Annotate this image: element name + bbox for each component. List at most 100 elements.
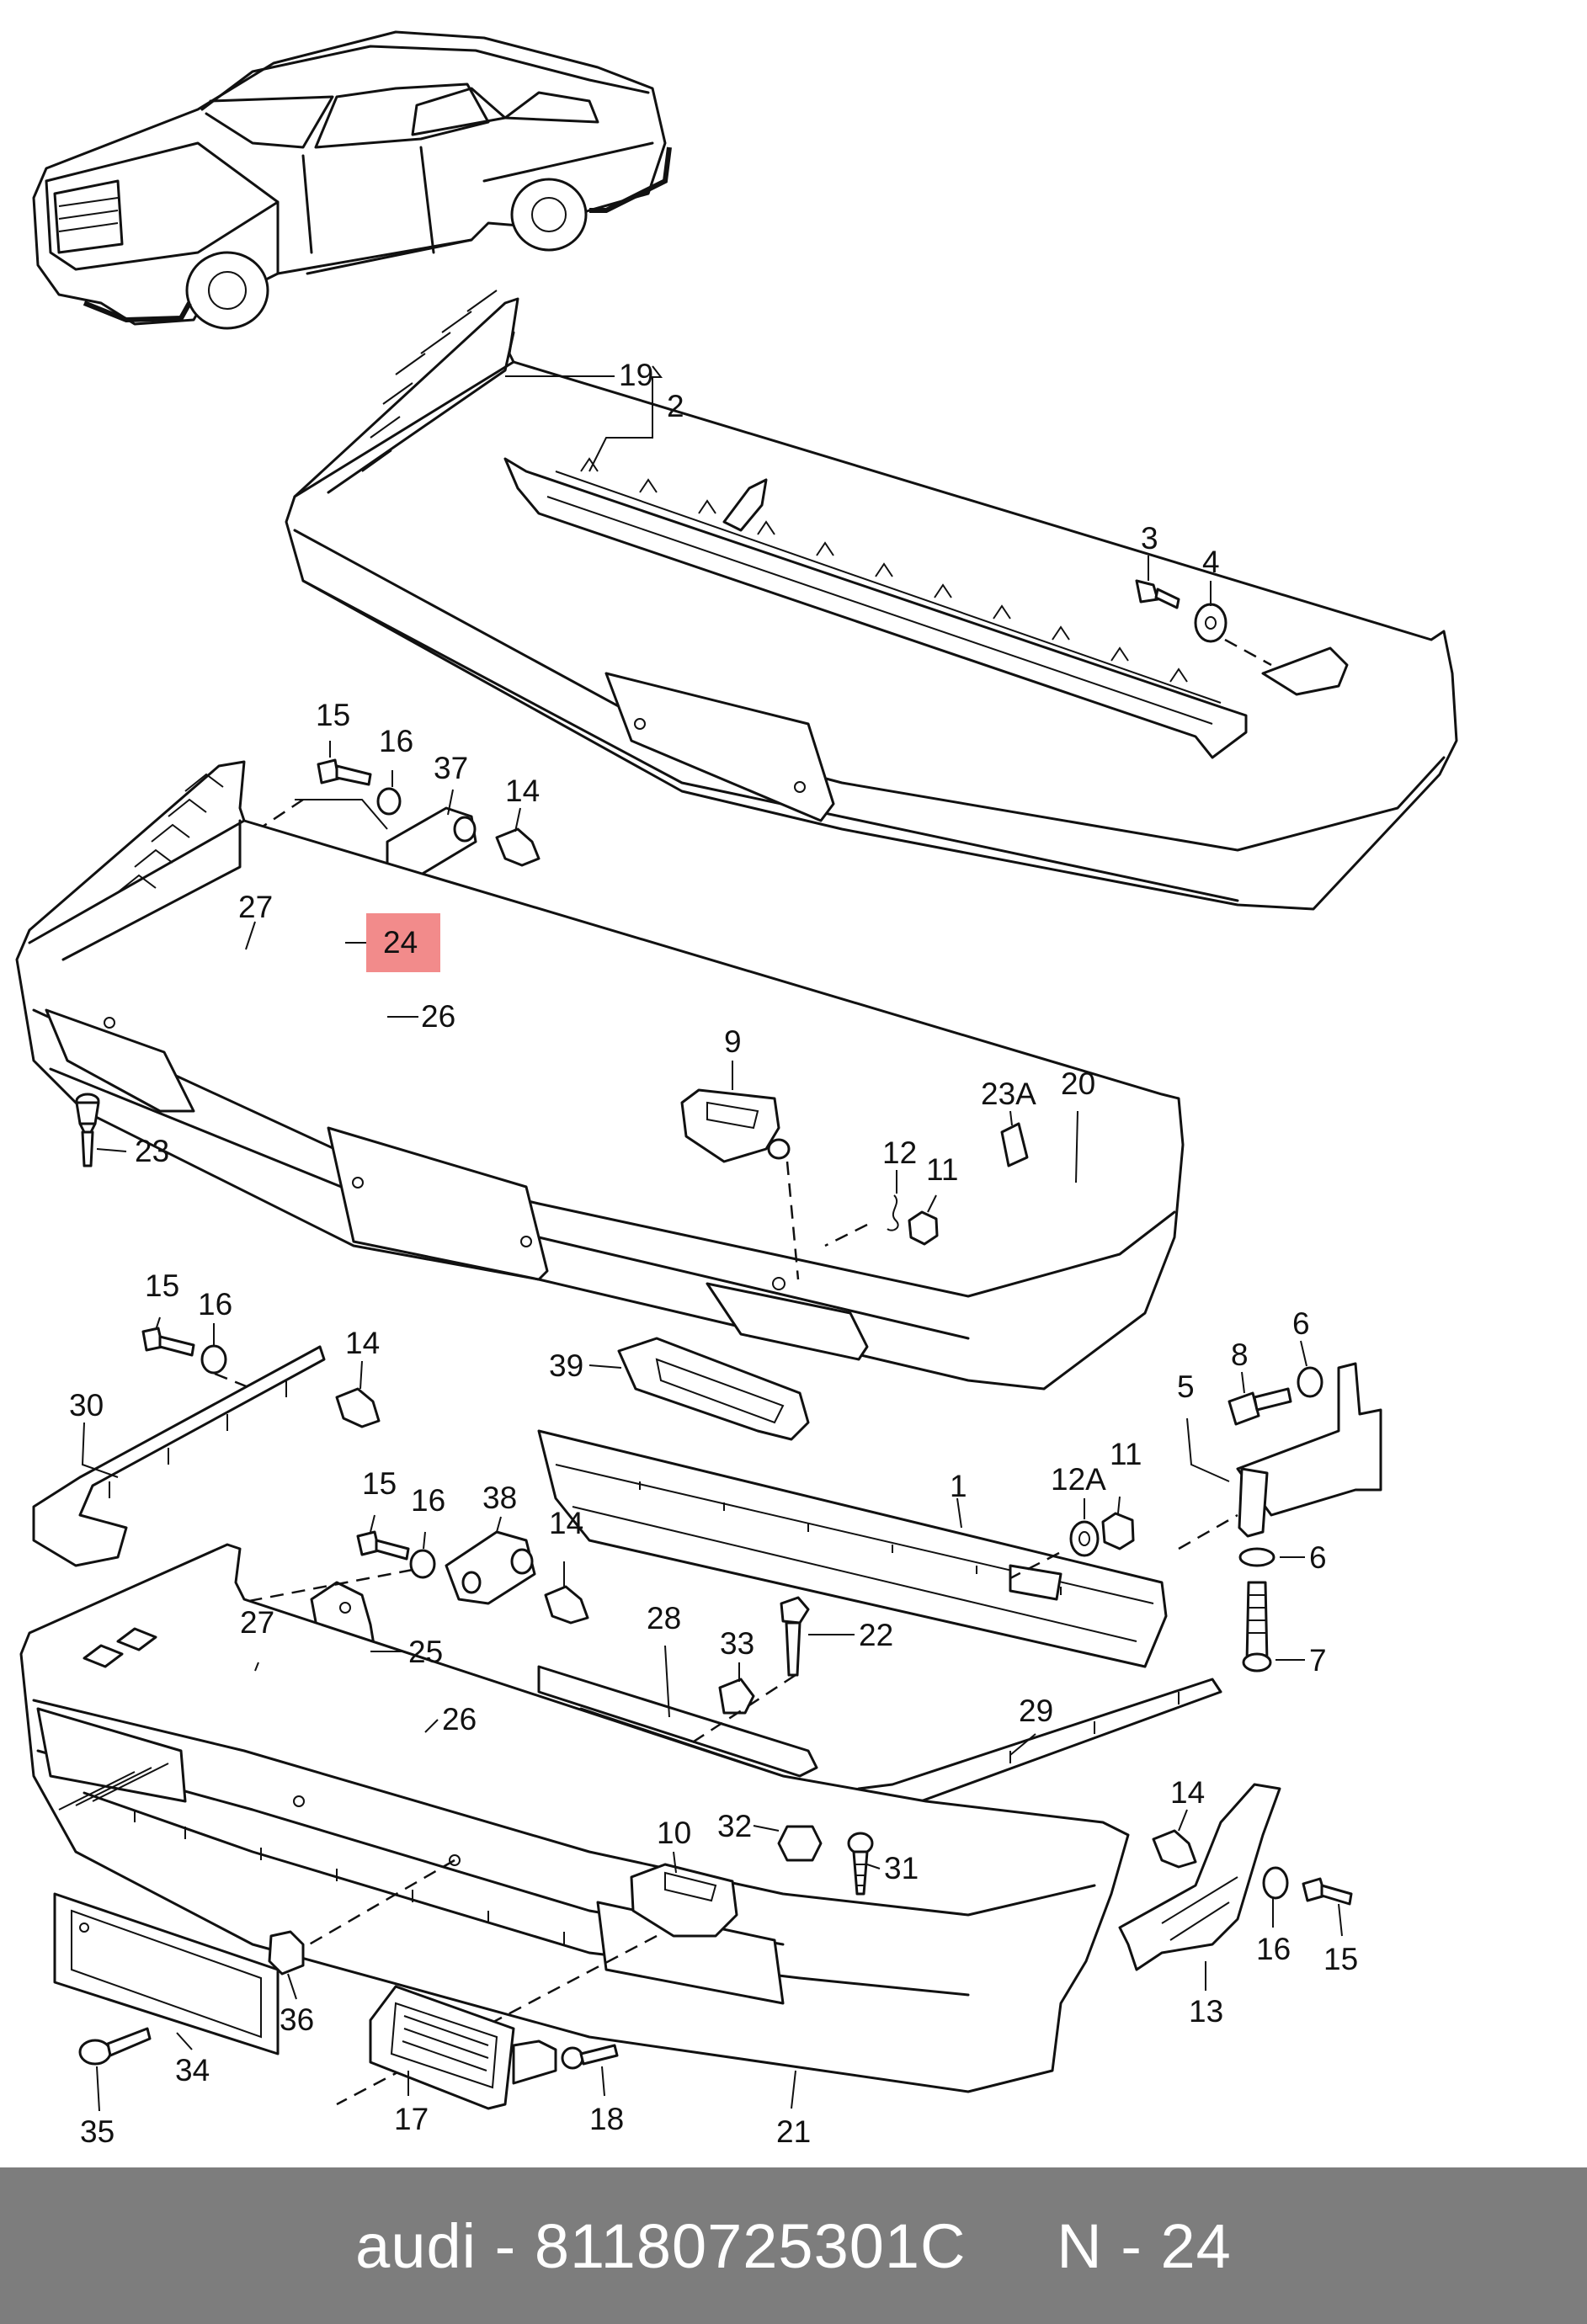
front-bumper-20 (15, 760, 1185, 1391)
label-26-b: 26 (442, 1702, 477, 1736)
bolt-15-mid (141, 1327, 195, 1357)
bolt-3 (1135, 579, 1180, 609)
part-number-caption: audi - 81180725301C N - 24 (355, 2210, 1232, 2281)
clip-12 (887, 1194, 899, 1231)
label-23: 23 (135, 1134, 169, 1168)
label-11-b: 11 (1110, 1437, 1142, 1471)
clip-14-upper (495, 827, 541, 867)
label-16-c: 16 (411, 1483, 445, 1518)
washer-4 (1194, 603, 1228, 643)
label-16-b: 16 (198, 1287, 232, 1322)
label-5: 5 (1177, 1369, 1195, 1404)
washer-16-right (1262, 1866, 1289, 1900)
label-36: 36 (280, 2002, 314, 2037)
screw-35 (78, 2027, 152, 2066)
label-13: 13 (1189, 1994, 1223, 2029)
label-6: 6 (1292, 1306, 1310, 1341)
washer-6-lower (1238, 1547, 1275, 1567)
clip-14-right (1152, 1829, 1197, 1869)
label-3: 3 (1141, 521, 1158, 556)
label-17: 17 (394, 2102, 429, 2136)
bolt-7 (1242, 1581, 1272, 1673)
bracket-39 (617, 1337, 810, 1441)
clip-14-mid (335, 1387, 381, 1428)
label-30: 30 (69, 1388, 104, 1423)
label-14-d: 14 (1170, 1775, 1205, 1810)
label-14: 14 (505, 774, 540, 808)
washer-6-upper (1297, 1366, 1323, 1398)
label-8: 8 (1231, 1337, 1249, 1372)
label-18: 18 (589, 2102, 624, 2136)
highlight-box-24 (366, 913, 440, 972)
label-31: 31 (884, 1851, 919, 1885)
clip-23A (1000, 1122, 1029, 1167)
label-25: 25 (408, 1635, 443, 1669)
label-28: 28 (647, 1601, 681, 1635)
washer-16-mid (200, 1344, 227, 1375)
label-35: 35 (80, 2114, 114, 2149)
label-27-b: 27 (240, 1605, 274, 1640)
label-4: 4 (1202, 545, 1220, 579)
clip-36 (268, 1930, 305, 1976)
label-14-c: 14 (549, 1506, 583, 1540)
nut-11-lower (1101, 1512, 1135, 1550)
mudflap-13 (1118, 1783, 1281, 1971)
label-39: 39 (549, 1348, 583, 1383)
pin-23 (75, 1093, 100, 1167)
label-14-b: 14 (345, 1326, 380, 1360)
washer-12A (1069, 1520, 1100, 1557)
label-29: 29 (1019, 1694, 1053, 1728)
bracket-38 (445, 1530, 536, 1605)
label-19: 19 (619, 358, 653, 392)
label-37: 37 (434, 751, 468, 785)
bolt-8 (1228, 1387, 1292, 1426)
label-33: 33 (720, 1626, 754, 1661)
washer-16-upper (376, 787, 402, 816)
washer-16-lower-left (409, 1549, 436, 1579)
bolt-15-lower-left (356, 1530, 410, 1561)
label-24: 24 (383, 925, 418, 960)
label-1: 1 (950, 1469, 967, 1503)
footer-bar: audi - 81180725301C N - 24 (0, 2167, 1587, 2324)
clip-14-lower (544, 1585, 589, 1625)
label-16-d: 16 (1256, 1932, 1291, 1966)
callout-labels: 19 2 3 4 15 16 37 14 27 24 26 23 9 23A 2… (69, 358, 1358, 2149)
label-6-b: 6 (1309, 1540, 1327, 1575)
nut-11-upper (908, 1210, 939, 1246)
part-10 (630, 1863, 738, 1938)
nut-32 (777, 1825, 823, 1862)
reinforcement-1 (537, 1429, 1168, 1668)
label-10: 10 (657, 1816, 691, 1850)
rear-bumper-upper (285, 290, 1458, 911)
bolt-15-upper (317, 758, 372, 786)
parts-diagram: 19 2 3 4 15 16 37 14 27 24 26 23 9 23A 2… (15, 30, 1458, 2149)
label-32: 32 (717, 1809, 752, 1843)
label-22: 22 (859, 1618, 893, 1652)
label-20: 20 (1061, 1066, 1095, 1101)
label-23A: 23A (981, 1077, 1036, 1111)
label-15-d: 15 (1323, 1942, 1358, 1976)
bracket-5 (1236, 1362, 1382, 1538)
label-27: 27 (238, 890, 273, 924)
label-2: 2 (667, 389, 684, 423)
label-12: 12 (882, 1135, 917, 1170)
screw-22 (780, 1596, 810, 1677)
trim-30 (32, 1345, 326, 1567)
label-15-c: 15 (362, 1466, 397, 1501)
label-38: 38 (482, 1481, 517, 1515)
screw-15-right (1302, 1877, 1353, 1906)
label-9: 9 (724, 1024, 742, 1059)
label-15-b: 15 (145, 1268, 179, 1303)
label-26: 26 (421, 999, 455, 1034)
screw-18 (561, 2044, 619, 2070)
fog-lamp-17 (369, 1985, 557, 2110)
screw-31 (847, 1832, 874, 1896)
clip-33 (718, 1678, 755, 1715)
label-12A: 12A (1051, 1462, 1106, 1497)
car-illustration (32, 30, 672, 330)
label-16: 16 (379, 724, 413, 758)
label-21: 21 (776, 2114, 811, 2149)
label-15: 15 (316, 698, 350, 732)
part-9 (680, 1088, 791, 1163)
label-11: 11 (926, 1152, 958, 1187)
